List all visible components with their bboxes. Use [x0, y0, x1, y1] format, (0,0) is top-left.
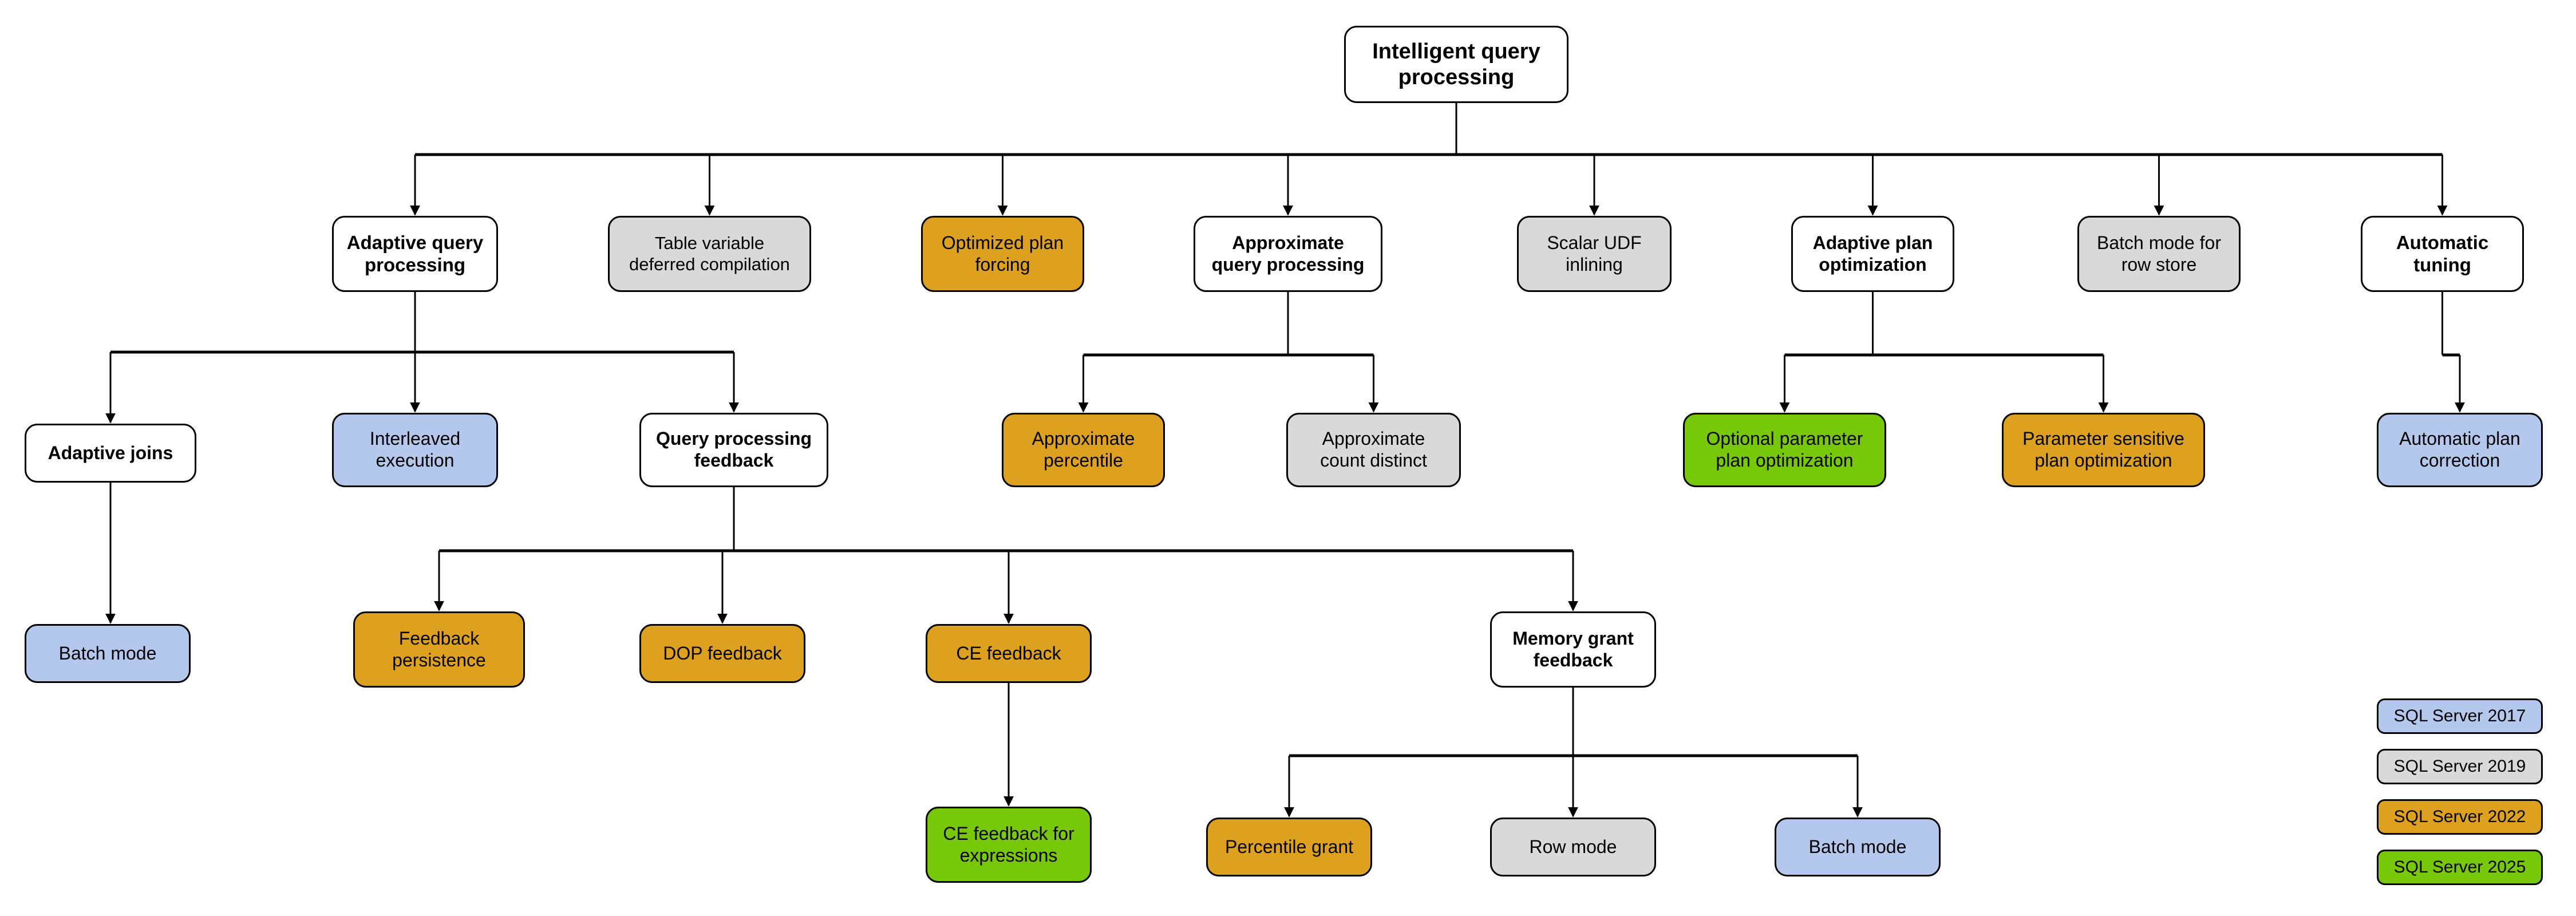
- node-label: Interleaved execution: [369, 428, 461, 471]
- node-label: Batch mode for row store: [2097, 232, 2221, 275]
- node-label: Optimized plan forcing: [941, 232, 1064, 275]
- node-apcorr[interactable]: Automatic plan correction: [2377, 413, 2543, 487]
- node-cefbexpr[interactable]: CE feedback for expressions: [926, 807, 1092, 883]
- node-label: Percentile grant: [1224, 836, 1354, 857]
- node-dopfb[interactable]: DOP feedback: [639, 624, 805, 683]
- node-oppo[interactable]: Optional parameter plan optimization: [1683, 413, 1886, 487]
- node-label: Adaptive query processing: [346, 231, 484, 275]
- node-appqp[interactable]: Approximate query processing: [1194, 216, 1382, 292]
- node-label: Optional parameter plan optimization: [1706, 428, 1863, 471]
- node-tvdc[interactable]: Table variable deferred compilation: [608, 216, 811, 292]
- legend-item-3: SQL Server 2025: [2377, 850, 2543, 885]
- node-label: Feedback persistence: [392, 627, 486, 670]
- node-iqp[interactable]: Intelligent query processing: [1344, 26, 1568, 103]
- node-aqp[interactable]: Adaptive query processing: [332, 216, 498, 292]
- node-label: Adaptive plan optimization: [1812, 232, 1933, 275]
- node-mgfb[interactable]: Memory grant feedback: [1490, 611, 1656, 688]
- node-ilexec[interactable]: Interleaved execution: [332, 413, 498, 487]
- legend-item-1: SQL Server 2019: [2377, 749, 2543, 784]
- node-pspo[interactable]: Parameter sensitive plan optimization: [2002, 413, 2205, 487]
- node-label: CE feedback: [956, 642, 1061, 664]
- node-opf[interactable]: Optimized plan forcing: [921, 216, 1084, 292]
- node-label: Adaptive joins: [48, 442, 173, 463]
- node-label: Intelligent query processing: [1372, 39, 1540, 89]
- node-label: Batch mode: [58, 642, 157, 664]
- node-label: Automatic plan correction: [2399, 428, 2520, 471]
- node-rowmode[interactable]: Row mode: [1490, 818, 1656, 876]
- node-cefb[interactable]: CE feedback: [926, 624, 1092, 683]
- node-ajoins[interactable]: Adaptive joins: [25, 424, 196, 483]
- legend-item-label: SQL Server 2022: [2393, 807, 2526, 826]
- node-label: Table variable deferred compilation: [629, 232, 790, 274]
- node-label: Automatic tuning: [2396, 231, 2489, 275]
- node-apo[interactable]: Adaptive plan optimization: [1791, 216, 1954, 292]
- node-pgrant[interactable]: Percentile grant: [1206, 818, 1372, 876]
- node-label: Approximate percentile: [1032, 428, 1135, 471]
- node-label: Row mode: [1529, 836, 1617, 857]
- node-bmrs[interactable]: Batch mode for row store: [2077, 216, 2241, 292]
- node-bmode2[interactable]: Batch mode: [1775, 818, 1941, 876]
- node-label: Approximate query processing: [1211, 232, 1365, 275]
- legend-item-2: SQL Server 2022: [2377, 799, 2543, 835]
- node-label: Scalar UDF inlining: [1547, 232, 1642, 275]
- node-label: Batch mode: [1808, 836, 1907, 857]
- node-label: Query processing feedback: [655, 428, 812, 471]
- node-label: Approximate count distinct: [1320, 428, 1427, 471]
- legend-item-label: SQL Server 2025: [2393, 858, 2526, 876]
- node-qpf[interactable]: Query processing feedback: [639, 413, 828, 487]
- node-label: DOP feedback: [663, 642, 782, 664]
- node-label: CE feedback for expressions: [943, 823, 1074, 866]
- node-autotune[interactable]: Automatic tuning: [2361, 216, 2524, 292]
- node-apct[interactable]: Approximate percentile: [1002, 413, 1165, 487]
- legend-item-label: SQL Server 2019: [2393, 757, 2526, 776]
- legend-item-label: SQL Server 2017: [2393, 706, 2526, 725]
- node-label: Memory grant feedback: [1512, 627, 1634, 670]
- node-bmode1[interactable]: Batch mode: [25, 624, 191, 683]
- node-label: Parameter sensitive plan optimization: [2022, 428, 2184, 471]
- node-acd[interactable]: Approximate count distinct: [1286, 413, 1461, 487]
- node-fbpersist[interactable]: Feedback persistence: [353, 611, 525, 688]
- node-udf[interactable]: Scalar UDF inlining: [1517, 216, 1672, 292]
- legend-item-0: SQL Server 2017: [2377, 698, 2543, 734]
